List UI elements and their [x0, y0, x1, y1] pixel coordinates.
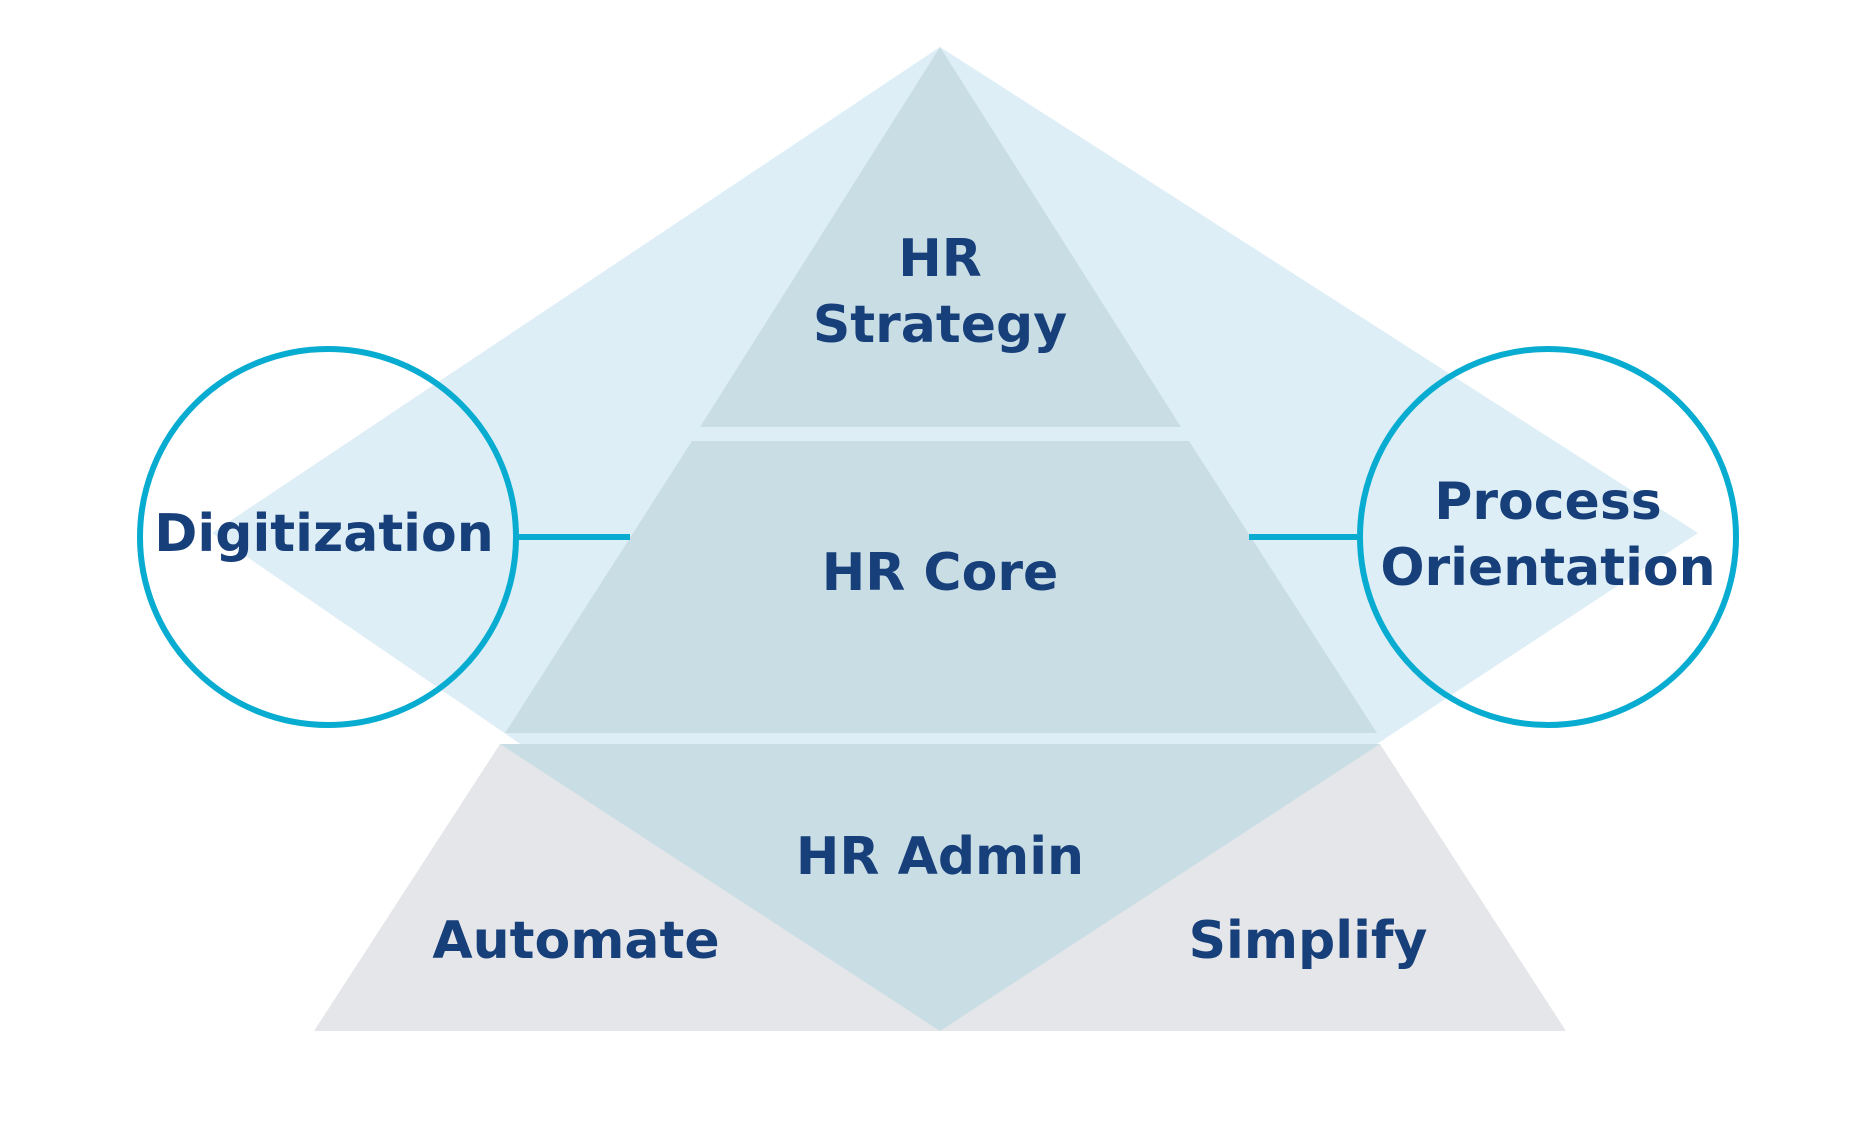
simplify-label: Simplify [1189, 911, 1428, 971]
automate-label: Automate [432, 911, 719, 971]
process-orientation-circle [1357, 346, 1739, 728]
hr-strategy-label-line1: HR [898, 229, 982, 289]
pyramid-tier-hr-admin [500, 744, 1380, 1031]
hr-core-label: HR Core [822, 543, 1058, 603]
digitization-label: Digitization [154, 504, 494, 564]
hr-admin-label: HR Admin [796, 827, 1084, 887]
pyramid-tier-hr-core [505, 441, 1377, 733]
orientation-label: Orientation [1380, 538, 1715, 598]
digitization-circle [137, 346, 519, 728]
process-label: Process [1434, 472, 1661, 532]
pyramid-tier-hr-strategy [700, 47, 1181, 427]
hr-strategy-label-line2: Strategy [813, 295, 1067, 355]
